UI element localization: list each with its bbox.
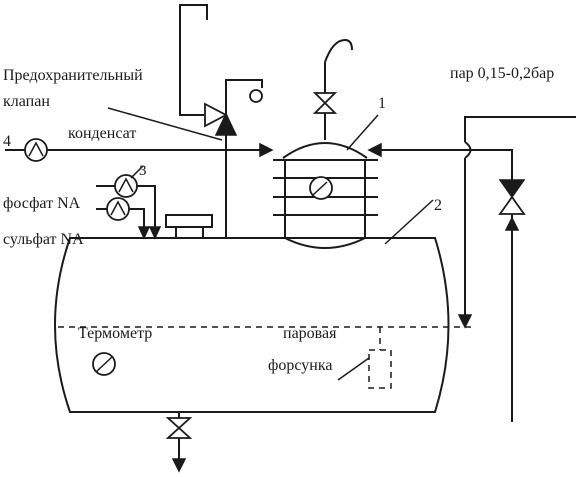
sulfate-arrow-icon [137, 226, 151, 240]
vent-hook [324, 38, 353, 63]
callout-1-leader [346, 114, 379, 151]
steam-nozzle-body [368, 349, 392, 389]
sulfate-pump-icon [106, 197, 130, 221]
phosphate-arrow-icon [148, 226, 162, 240]
thermometer-icon [92, 352, 116, 376]
phosphate-label: фосфат NA [3, 195, 81, 212]
steam-supply-line [464, 116, 576, 142]
safety-valve-discharge [179, 4, 208, 116]
callout-2-leader [384, 199, 434, 245]
steam-nozzle-label-line2: форсунка [268, 357, 332, 374]
callout-2: 2 [434, 197, 442, 214]
safety-valve-label-line1: Предохранительный [3, 67, 143, 84]
sulfate-label: сульфат NA [3, 231, 84, 248]
storage-tank [54, 237, 450, 413]
thermometer-label: Термометр [78, 325, 152, 342]
condensate-label: конденсат [68, 125, 136, 142]
condensate-arrow-icon [259, 142, 274, 158]
return-arrow-icon [367, 142, 382, 158]
steam-supply-label: пар 0,15-0,2бар [450, 65, 554, 82]
return-up-arrow-icon [504, 216, 520, 231]
safety-valve-label-line2: клапан [3, 93, 50, 110]
inspection-hatch [165, 214, 213, 238]
safety-valve-weight-icon [249, 89, 263, 103]
steam-nozzle-label-line1: паровая [283, 325, 337, 342]
safety-valve-weight-arm [225, 79, 263, 114]
callout-3: 3 [139, 163, 147, 179]
safety-valve-icon [204, 102, 238, 136]
steam-down-arrow-icon [457, 314, 473, 329]
safety-valve-leader [107, 107, 223, 141]
callout-4: 4 [3, 133, 11, 150]
steam-nozzle-leader [337, 357, 370, 381]
condensate-pump-icon [24, 138, 48, 162]
drain-arrow-icon [171, 458, 187, 473]
steam-control-valve-icon [498, 179, 526, 215]
return-line [378, 149, 513, 422]
sulfate-feed-line [129, 208, 145, 232]
housing-pressure-gauge-icon [309, 176, 333, 200]
callout-3-leader [130, 165, 144, 179]
phosphate-pump-icon [114, 174, 138, 198]
vent-valve-icon [312, 92, 338, 114]
drain-valve-icon [165, 417, 193, 439]
callout-1: 1 [378, 95, 386, 112]
phosphate-feed-line [137, 185, 156, 232]
